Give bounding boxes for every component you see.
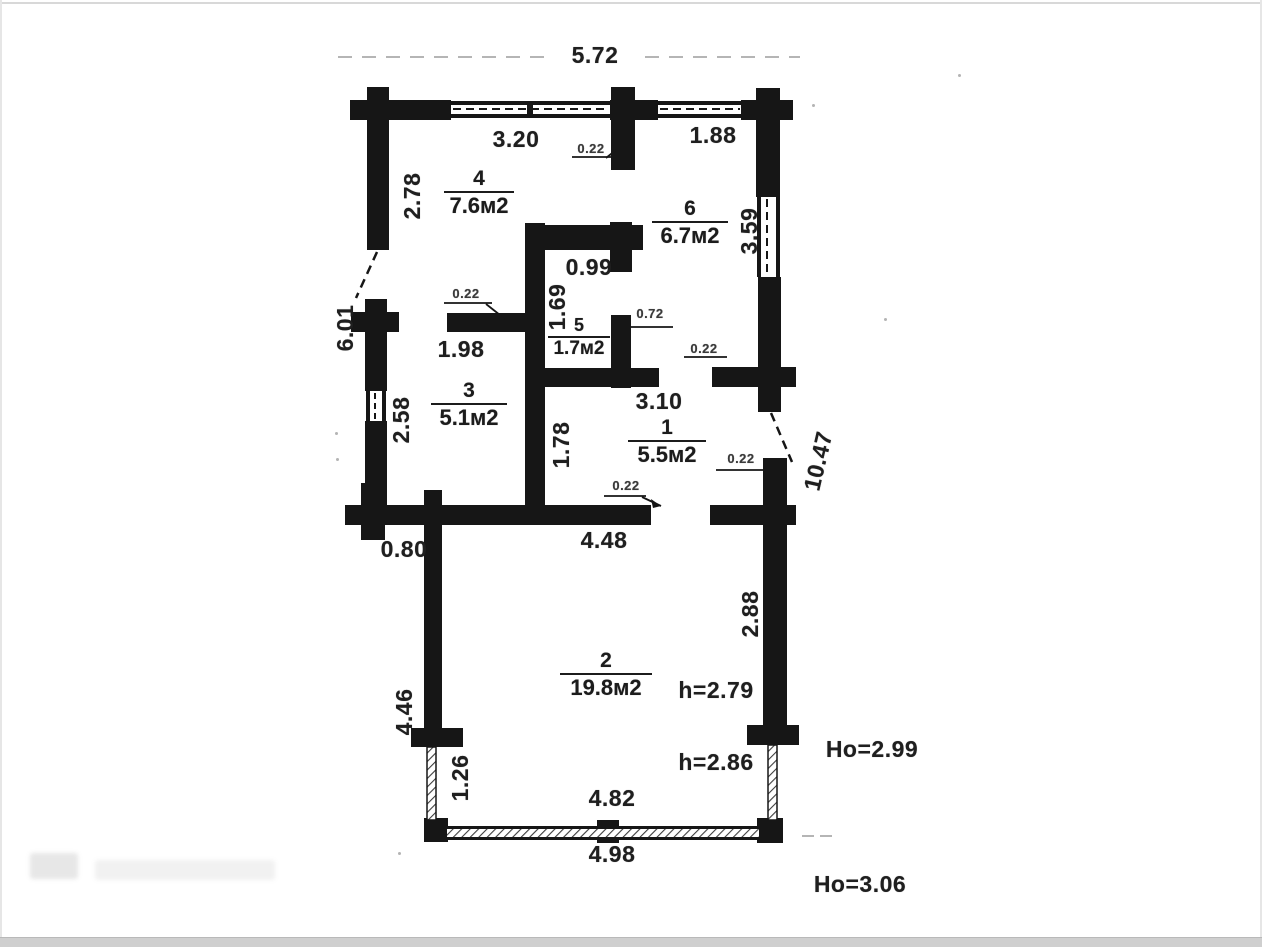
dim-left-upper: 2.78	[398, 172, 425, 220]
dim-room2-pier-left: 1.26	[446, 754, 473, 802]
dim-room1-bottom-width: 4.48	[580, 527, 628, 553]
dim-right-window: 3.59	[735, 207, 762, 255]
bottom-wall	[447, 826, 759, 840]
room-6-number: 6	[684, 197, 696, 220]
dim-opening-room6: 0.22	[690, 341, 718, 356]
walls	[345, 87, 799, 843]
dashed-lines	[354, 251, 794, 463]
dim-right-lower: 2.88	[736, 590, 763, 638]
room-1-area: 5.5м2	[637, 442, 697, 467]
room-1-label: 1 5.5м2	[628, 417, 706, 467]
room-2-number: 2	[600, 649, 612, 672]
room-2-area: 19.8м2	[570, 675, 642, 700]
dim-top-window-right: 1.88	[689, 122, 737, 148]
room-3-label: 3 5.1м2	[431, 380, 507, 430]
room-1-number: 1	[661, 416, 673, 439]
room-4-number: 4	[473, 167, 485, 190]
hatched-piers	[426, 744, 778, 840]
window-left-small	[366, 391, 386, 421]
scan-speck	[335, 432, 338, 435]
page-edge-bottom	[0, 937, 1262, 947]
window-top-left-3-20	[451, 101, 611, 118]
room-2-label: 2 19.8м2	[560, 650, 652, 700]
height-ho-bottom: Ho=3.06	[813, 871, 907, 897]
dim-left-mid: 2.58	[387, 396, 414, 444]
page-edge-top	[0, 2, 1262, 4]
room-2-divider	[560, 673, 652, 675]
room-4-label: 4 7.6м2	[444, 168, 514, 218]
room-6-area: 6.7м2	[660, 223, 720, 248]
room-3-divider	[431, 403, 507, 405]
room-3-number: 3	[463, 379, 475, 402]
room-1-divider	[628, 440, 706, 442]
dim-room2-left-height: 4.46	[390, 688, 417, 736]
height-room2-h1: h=2.79	[678, 677, 754, 703]
dim-top-door: 0.22	[577, 141, 605, 156]
height-ho-right: Ho=2.99	[825, 736, 919, 762]
dim-room1-height: 1.78	[547, 421, 574, 469]
dim-closet-width: 0.99	[565, 254, 613, 280]
dim-door-rooms-4-3: 0.22	[452, 286, 480, 301]
height-room2-h2: h=2.86	[678, 749, 754, 775]
scan-speck	[884, 318, 887, 321]
scan-speck	[336, 458, 339, 461]
room-4-divider	[444, 191, 514, 193]
room-3-area: 5.1м2	[439, 405, 499, 430]
windows	[366, 101, 780, 421]
dim-top-total: 5.72	[571, 42, 619, 68]
dim-bottom-outer: 4.98	[588, 841, 636, 867]
dim-room1-width: 3.10	[635, 388, 683, 414]
scan-smudge	[30, 853, 78, 879]
room-5-divider	[548, 336, 610, 338]
room-6-label: 6 6.7м2	[652, 198, 728, 248]
door-annotations	[444, 149, 767, 508]
dimension-dashes	[338, 56, 836, 837]
dim-left-total: 6.01	[331, 304, 358, 352]
page-edge-right	[1260, 0, 1262, 947]
room-4-area: 7.6м2	[449, 193, 509, 218]
window-top-right-1-88	[658, 101, 742, 118]
room-5-label: 5 1.7м2	[548, 316, 610, 360]
scan-speck	[398, 852, 401, 855]
dim-door-room1-right: 0.22	[727, 451, 755, 466]
dim-door-room1-bottom: 0.22	[612, 478, 640, 493]
dim-bottom-left-offset: 0.80	[380, 536, 428, 562]
room-5-number: 5	[573, 315, 584, 335]
dim-wall-rooms-4-3: 1.98	[437, 336, 485, 362]
dim-bottom-inner: 4.82	[588, 785, 636, 811]
scan-speck	[812, 104, 815, 107]
room-5-area: 1.7м2	[553, 338, 605, 359]
page-edge-left	[0, 0, 2, 947]
dim-top-window-left: 3.20	[492, 126, 540, 152]
scan-speck	[958, 74, 961, 77]
room-6-divider	[652, 221, 728, 223]
window-right-3-59	[757, 197, 780, 277]
scan-smudge	[95, 860, 275, 880]
dim-closet-door: 0.72	[636, 306, 664, 321]
